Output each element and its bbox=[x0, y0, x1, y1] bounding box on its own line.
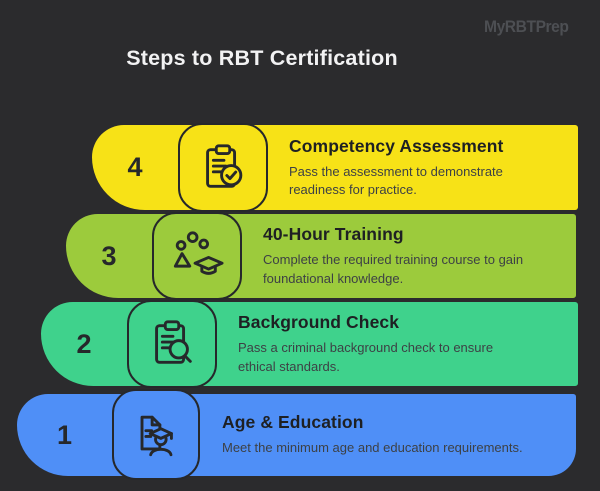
step-description: Pass a criminal background check to ensu… bbox=[238, 340, 494, 374]
step-text-block: 40-Hour Training Complete the required t… bbox=[263, 214, 568, 298]
step-title: 40-Hour Training bbox=[263, 224, 404, 245]
clipboard-check-icon bbox=[178, 123, 268, 212]
step-number: 3 bbox=[101, 240, 117, 271]
step-number: 2 bbox=[76, 328, 92, 359]
step-row-1: 1 Age & Education Meet the minimum age a… bbox=[17, 389, 576, 480]
step-description: Meet the minimum age and education requi… bbox=[222, 440, 523, 456]
step-title: Age & Education bbox=[222, 412, 364, 433]
step-number: 1 bbox=[56, 419, 73, 450]
clipboard-search-icon bbox=[127, 300, 217, 388]
step-text-block: Age & Education Meet the minimum age and… bbox=[222, 394, 568, 476]
watermark-logo: MyRBTPrep bbox=[484, 17, 569, 36]
document-graduate-icon bbox=[112, 389, 200, 480]
page-title: Steps to RBT Certification bbox=[126, 46, 398, 70]
step-title: Background Check bbox=[238, 312, 400, 333]
step-text-block: Competency Assessment Pass the assessmen… bbox=[289, 125, 570, 210]
step-row-3: 3 40-Hour Training Complete the required… bbox=[66, 212, 576, 300]
step-text-block: Background Check Pass a criminal backgro… bbox=[238, 302, 570, 386]
step-row-2: 2 Background Check Pass a criminal backg… bbox=[41, 300, 578, 388]
graduation-training-icon bbox=[152, 212, 242, 300]
step-description: Complete the required training course to… bbox=[263, 252, 524, 286]
step-number: 4 bbox=[127, 152, 143, 182]
step-description: Pass the assessment to demonstrate readi… bbox=[289, 163, 503, 197]
step-title: Competency Assessment bbox=[289, 135, 504, 156]
step-row-4: 4 Competency Assessment Pass the assessm… bbox=[92, 123, 578, 212]
